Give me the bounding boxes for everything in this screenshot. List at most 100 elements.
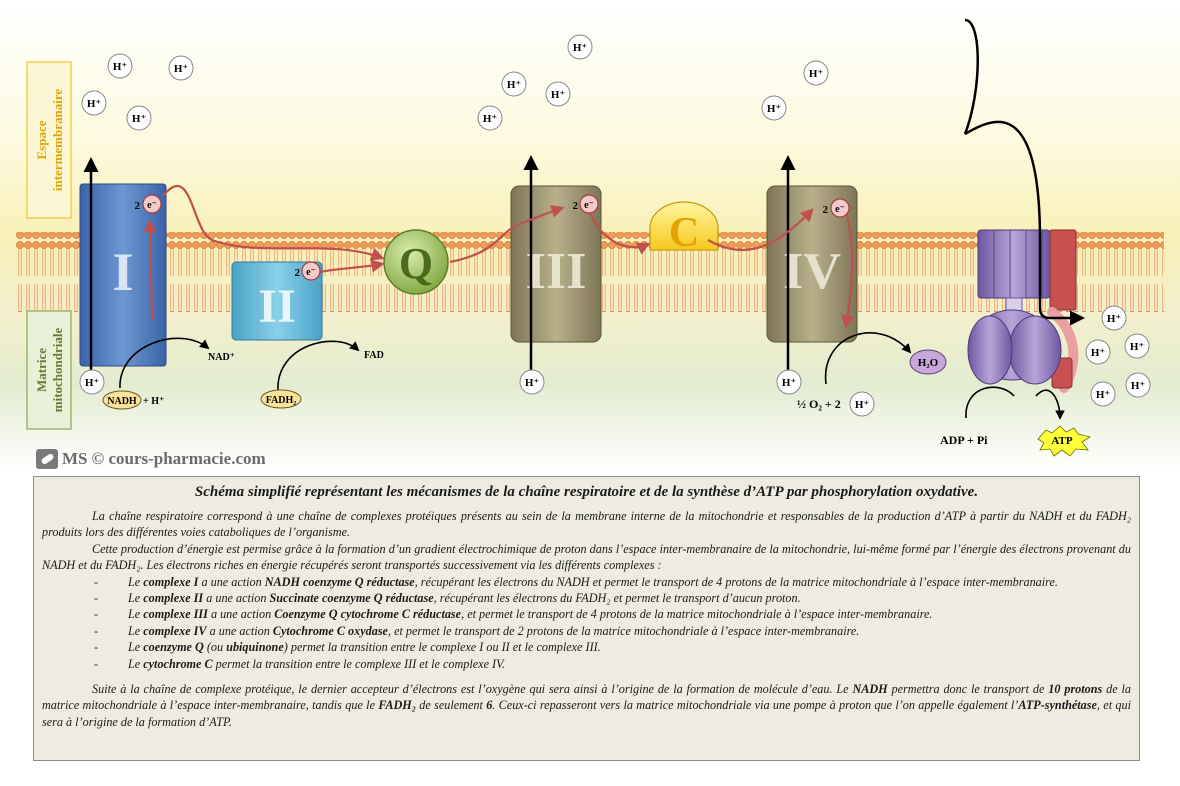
svg-text:H⁺: H⁺ (1130, 341, 1145, 353)
svg-text:H⁺: H⁺ (113, 61, 128, 73)
electron-arrow-iii-to-c (588, 211, 651, 255)
electron-arrow-iv-to-o2 (841, 211, 855, 329)
electron-arrow-nadh-in (143, 219, 157, 321)
svg-text:ATP: ATP (1051, 435, 1072, 447)
svg-text:H⁺: H⁺ (573, 42, 588, 54)
proton: H⁺ (1090, 381, 1116, 407)
proton-return-arrow (963, 18, 1082, 318)
pill-logo-icon (36, 449, 58, 469)
proton: H⁺ (1125, 372, 1151, 398)
electron-arrow-ii-to-q (319, 259, 385, 274)
proton: H⁺ (567, 34, 593, 60)
svg-text:H⁺: H⁺ (551, 89, 566, 101)
proton: H⁺ (803, 60, 829, 86)
list-item: Le complexe I a une action NADH coenzyme… (42, 574, 1131, 591)
proton: H⁺ (1124, 333, 1150, 359)
proton: H⁺ (849, 391, 875, 417)
electron-arrow-q-to-iii (449, 205, 565, 264)
svg-text:intermembranaire: intermembranaire (50, 89, 65, 192)
proton: H⁺ (1101, 305, 1127, 331)
arrow-fadh2-to-fad (277, 340, 360, 391)
proton: H⁺ (1085, 339, 1111, 365)
arrow-o2-to-h2o (824, 332, 912, 385)
watermark-ms: MS (62, 449, 88, 468)
cytochrome-c: C (649, 201, 719, 256)
electron-arrow-c-to-iv (707, 208, 814, 252)
svg-text:III: III (526, 243, 587, 300)
proton: H⁺ (501, 71, 527, 97)
svg-text:NADH: NADH (107, 396, 137, 407)
electron-arrow-i-to-q (162, 185, 385, 261)
label-matrix: Matrice mitochondriale (26, 310, 72, 430)
watermark: MS © cours-pharmacie.com (36, 447, 266, 471)
svg-text:Matrice: Matrice (34, 348, 49, 392)
svg-text:H⁺: H⁺ (507, 79, 522, 91)
electron-badge-complex-ii: 2 e⁻ (295, 261, 321, 281)
svg-text:H⁺: H⁺ (174, 63, 189, 75)
proton: H⁺ (776, 369, 802, 395)
svg-text:2: 2 (823, 204, 829, 216)
svg-text:e⁻: e⁻ (147, 200, 157, 211)
fadh2-badge: FADH₂ (260, 389, 302, 409)
proton: H⁺ (519, 369, 545, 395)
svg-text:2: 2 (573, 200, 579, 212)
svg-text:Q: Q (399, 239, 433, 288)
list-item: Le cytochrome C permet la transition ent… (42, 656, 1131, 673)
svg-text:e⁻: e⁻ (835, 204, 845, 215)
fad-label: FAD (364, 350, 384, 361)
svg-text:H⁺: H⁺ (782, 377, 797, 389)
svg-text:2: 2 (135, 200, 141, 212)
svg-text:H⁺: H⁺ (85, 377, 100, 389)
proton: H⁺ (79, 369, 105, 395)
list-item: Le complexe II a une action Succinate co… (42, 590, 1131, 607)
proton: H⁺ (126, 105, 152, 131)
electron-badge-complex-iii: 2 e⁻ (573, 194, 599, 214)
svg-text:II: II (258, 280, 295, 333)
list-item: Le complexe IV a une action Cytochrome C… (42, 623, 1131, 640)
arrow-nadh-to-nad (119, 337, 210, 389)
svg-text:IV: IV (783, 243, 841, 300)
atp-badge: ATP (1037, 425, 1092, 457)
electron-badge-complex-i: 2 e⁻ (135, 194, 162, 214)
svg-text:Espace: Espace (34, 120, 49, 159)
svg-text:mitochondriale: mitochondriale (50, 328, 65, 413)
proton: H⁺ (545, 81, 571, 107)
svg-text:e⁻: e⁻ (306, 267, 316, 278)
list-item: Le coenzyme Q (ou ubiquinone) permet la … (42, 639, 1131, 656)
respiratory-chain-diagram: Espace intermembranaire Matrice mitochon… (0, 0, 1180, 470)
complex-iii: III (510, 185, 602, 343)
proton: H⁺ (761, 95, 787, 121)
svg-text:I: I (112, 242, 133, 302)
caption-box: Schéma simplifié représentant les mécani… (33, 476, 1140, 761)
caption-paragraph: La chaîne respiratoire correspond à une … (42, 509, 1131, 540)
svg-text:H⁺: H⁺ (525, 377, 540, 389)
complex-iv: IV (766, 185, 858, 343)
svg-text:H⁺: H⁺ (1107, 313, 1122, 325)
svg-text:H⁺: H⁺ (87, 98, 102, 110)
caption-paragraph: Cette production d’énergie est permise g… (42, 541, 1131, 573)
svg-text:2: 2 (295, 267, 301, 279)
proton: H⁺ (477, 105, 503, 131)
svg-text:H⁺: H⁺ (767, 103, 782, 115)
electron-badge-complex-iv: 2 e⁻ (823, 198, 850, 218)
svg-text:H⁺: H⁺ (855, 399, 870, 411)
svg-text:H⁺: H⁺ (483, 113, 498, 125)
nadh-badge: NADH + H⁺ (102, 390, 164, 410)
coenzyme-q: Q (383, 229, 449, 295)
proton: H⁺ (81, 90, 107, 116)
svg-text:C: C (669, 210, 699, 256)
oxygen-label: ½ O₂ + 2 (797, 397, 841, 411)
svg-text:H₂O: H₂O (918, 357, 939, 369)
label-intermembrane-space: Espace intermembranaire (26, 61, 72, 219)
proton: H⁺ (107, 53, 133, 79)
complex-list: Le complexe I a une action NADH coenzyme… (42, 574, 1131, 673)
nad-label: NAD⁺ (208, 352, 235, 363)
water-badge: H₂O (909, 349, 947, 375)
caption-conclusion: Suite à la chaîne de complexe protéique,… (42, 682, 1132, 729)
svg-text:FADH₂: FADH₂ (266, 395, 297, 406)
adp-label: ADP + Pi (940, 433, 988, 447)
complex-ii: II (231, 261, 323, 341)
svg-text:H⁺: H⁺ (1096, 389, 1111, 401)
list-item: Le complexe III a une action Coenzyme Q … (42, 606, 1131, 623)
proton: H⁺ (168, 55, 194, 81)
